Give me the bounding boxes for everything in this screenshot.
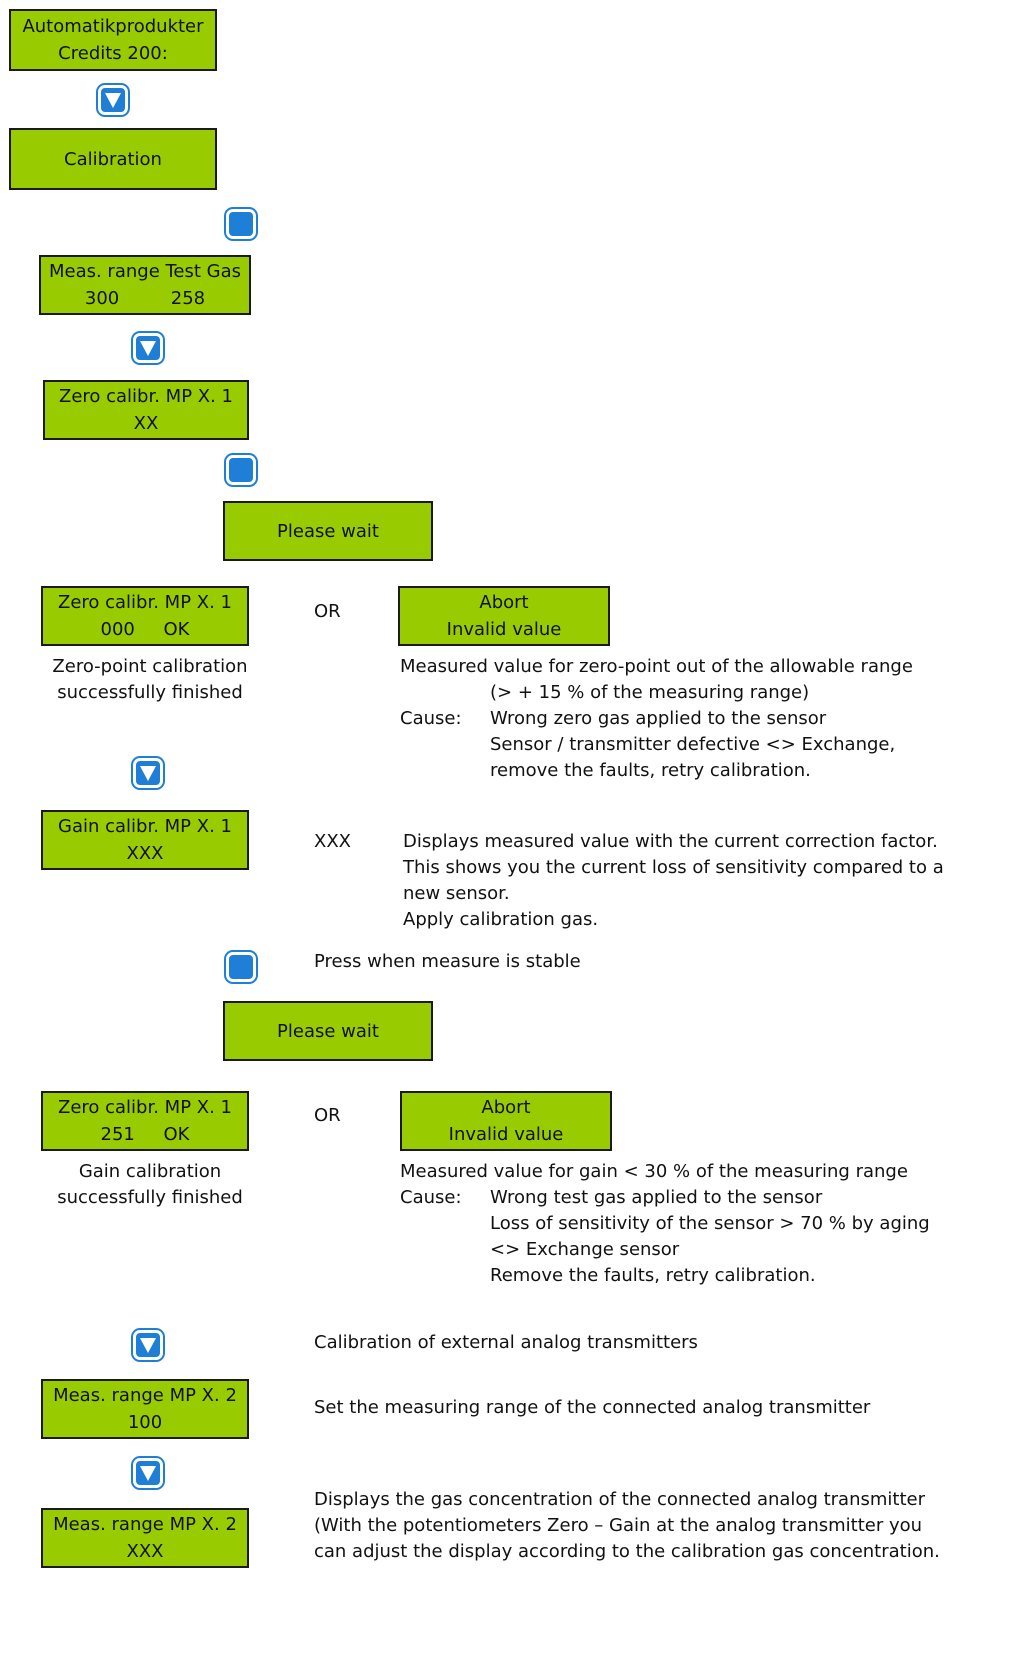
lcd-calibration-screen: Calibration bbox=[9, 128, 217, 190]
press-stable-text: Press when measure is stable bbox=[314, 951, 581, 972]
lcd-line: 300 258 bbox=[84, 288, 206, 309]
down-button-icon[interactable] bbox=[133, 1458, 163, 1488]
lcd-line: Abort bbox=[479, 592, 529, 613]
lcd-line: XXX bbox=[126, 843, 164, 864]
gain-desc: Displays measured value with the current… bbox=[403, 831, 944, 930]
down-button-icon[interactable] bbox=[133, 1330, 163, 1360]
lcd-line: Abort bbox=[481, 1097, 531, 1118]
lcd-please-wait-screen: Please wait bbox=[223, 1001, 433, 1061]
external-calib-text: Calibration of external analog transmitt… bbox=[314, 1332, 698, 1353]
lcd-meas-range-mp2-screen: Meas. range MP X. 2 100 bbox=[41, 1379, 249, 1439]
gas-conc-text: Displays the gas concentration of the co… bbox=[314, 1489, 940, 1562]
lcd-line: Calibration bbox=[64, 148, 162, 170]
lcd-line: 251 OK bbox=[100, 1124, 190, 1145]
lcd-line: 100 bbox=[127, 1412, 163, 1433]
cause-line: remove the faults, retry calibration. bbox=[490, 760, 811, 781]
lcd-line: Please wait bbox=[277, 1020, 379, 1042]
lcd-abort-screen: Abort Invalid value bbox=[398, 586, 610, 646]
lcd-line: Please wait bbox=[277, 520, 379, 542]
lcd-line: Zero calibr. MP X. 1 bbox=[57, 1097, 233, 1118]
lcd-line: Credits 200: bbox=[58, 43, 168, 64]
zero-fail-line2: (> + 15 % of the measuring range) bbox=[490, 682, 810, 703]
lcd-line: Gain calibr. MP X. 1 bbox=[58, 816, 232, 837]
down-button-icon[interactable] bbox=[133, 333, 163, 363]
zero-success-text: Zero-point calibration successfully fini… bbox=[52, 656, 248, 703]
lcd-zero-ok-screen: Zero calibr. MP X. 1 000 OK bbox=[41, 586, 249, 646]
gain-fail-line1: Measured value for gain < 30 % of the me… bbox=[400, 1161, 908, 1182]
lcd-line: Invalid value bbox=[446, 619, 562, 640]
lcd-line: Zero calibr. MP X. 1 bbox=[58, 386, 234, 407]
cause-label: Cause: bbox=[400, 708, 462, 729]
lcd-line: XX bbox=[133, 413, 159, 434]
lcd-line: Meas. range MP X. 2 bbox=[53, 1385, 237, 1406]
lcd-line: XXX bbox=[126, 1541, 164, 1562]
down-button-icon[interactable] bbox=[133, 758, 163, 788]
lcd-meas-range-mp2-xxx-screen: Meas. range MP X. 2 XXX bbox=[41, 1508, 249, 1568]
lcd-main-screen: Automatikprodukter Credits 200: bbox=[9, 9, 217, 71]
cause-line: Wrong test gas applied to the sensor bbox=[490, 1187, 823, 1208]
lcd-gain-calibr-screen: Gain calibr. MP X. 1 XXX bbox=[41, 810, 249, 870]
lcd-please-wait-screen: Please wait bbox=[223, 501, 433, 561]
enter-button-icon[interactable] bbox=[226, 209, 256, 239]
lcd-zero-calibr-screen: Zero calibr. MP X. 1 XX bbox=[43, 380, 249, 440]
lcd-line: Invalid value bbox=[448, 1124, 564, 1145]
lcd-abort-screen: Abort Invalid value bbox=[400, 1091, 612, 1151]
enter-button-icon[interactable] bbox=[226, 455, 256, 485]
or-label: OR bbox=[314, 1105, 341, 1126]
lcd-zero-251-screen: Zero calibr. MP X. 1 251 OK bbox=[41, 1091, 249, 1151]
set-range-text: Set the measuring range of the connected… bbox=[314, 1397, 871, 1418]
lcd-line: Automatikprodukter bbox=[22, 16, 204, 37]
cause-line: <> Exchange sensor bbox=[490, 1239, 680, 1260]
enter-button-icon[interactable] bbox=[226, 952, 256, 982]
cause-line: Sensor / transmitter defective <> Exchan… bbox=[490, 734, 896, 755]
xxx-label: XXX bbox=[314, 831, 351, 852]
lcd-meas-range-screen: Meas. range Test Gas 300 258 bbox=[39, 255, 251, 315]
cause-line: Loss of sensitivity of the sensor > 70 %… bbox=[490, 1213, 930, 1234]
cause-line: Remove the faults, retry calibration. bbox=[490, 1265, 816, 1286]
zero-fail-line1: Measured value for zero-point out of the… bbox=[400, 656, 913, 677]
gain-success-text: Gain calibration successfully finished bbox=[57, 1161, 243, 1208]
lcd-line: 000 OK bbox=[100, 619, 190, 640]
down-button-icon[interactable] bbox=[98, 85, 128, 115]
cause-label: Cause: bbox=[400, 1187, 462, 1208]
or-label: OR bbox=[314, 601, 341, 622]
lcd-line: Meas. range Test Gas bbox=[48, 261, 242, 282]
cause-line: Wrong zero gas applied to the sensor bbox=[490, 708, 827, 729]
lcd-line: Meas. range MP X. 2 bbox=[53, 1514, 237, 1535]
lcd-line: Zero calibr. MP X. 1 bbox=[57, 592, 233, 613]
